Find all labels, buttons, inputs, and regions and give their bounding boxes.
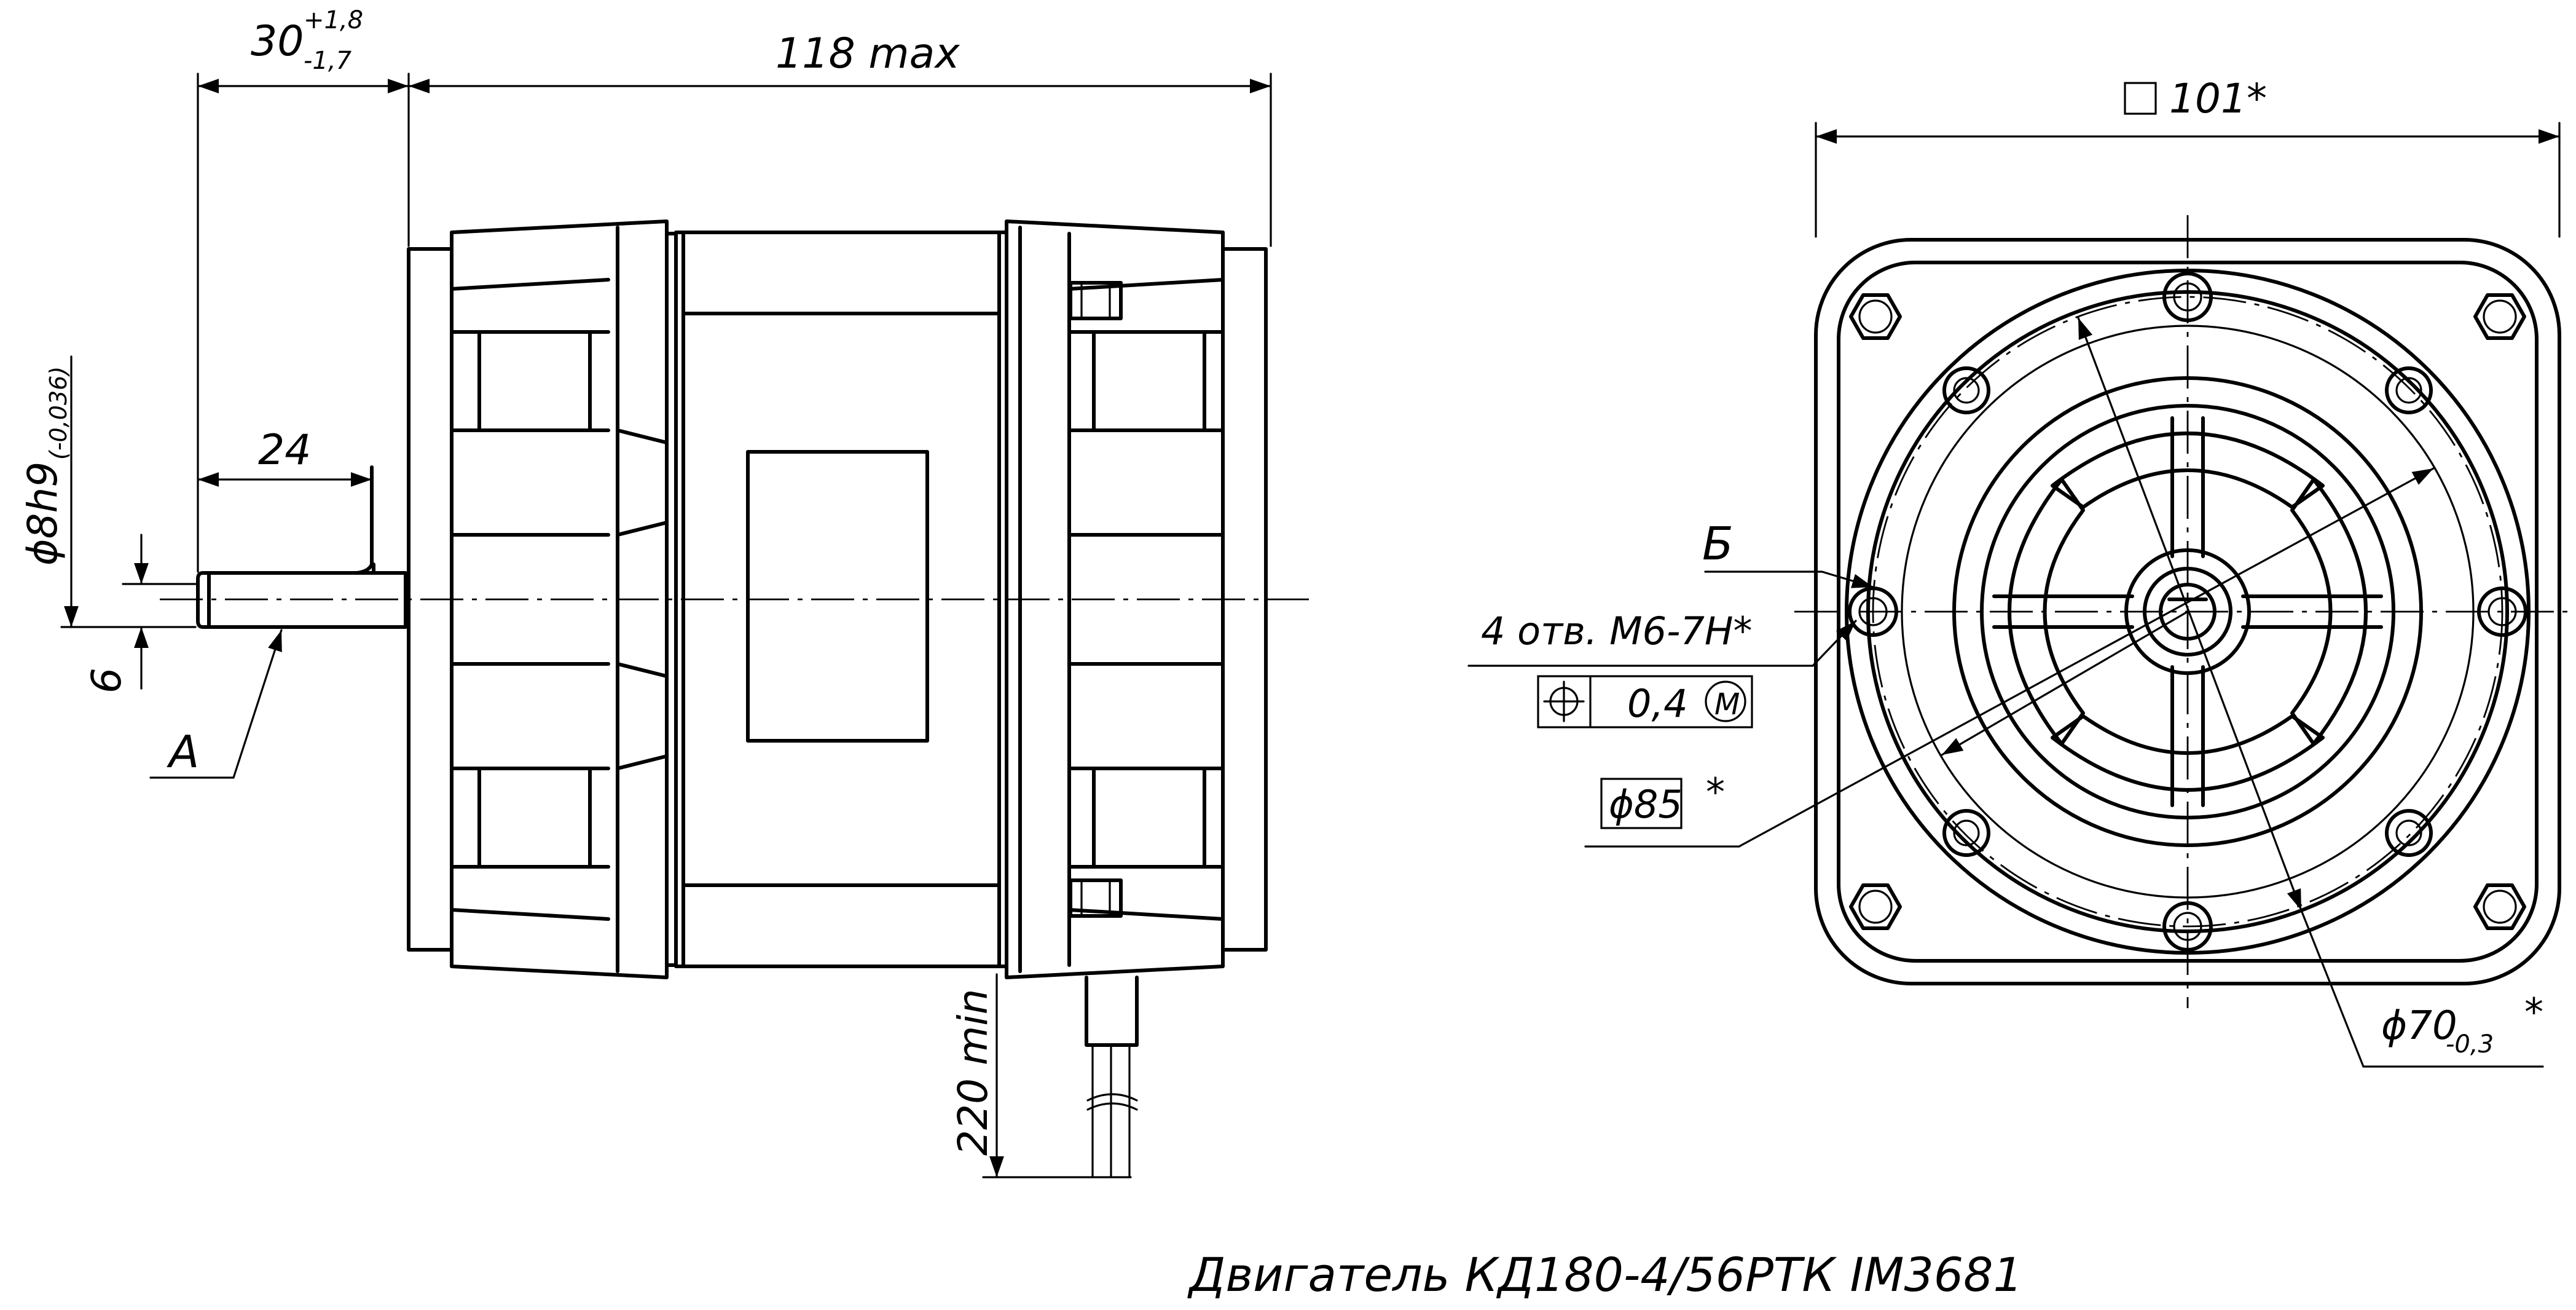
position-tolerance-value: 0,4 xyxy=(1627,681,1688,726)
nameplate-area xyxy=(746,450,929,743)
mounting-screw-head xyxy=(1069,878,1123,918)
dim-pilot-diameter: ϕ70 -0,3 * xyxy=(2077,317,2544,1068)
motor-shaft xyxy=(196,465,407,629)
dim-shaft-offset-upper: +1,8 xyxy=(304,6,363,34)
dim-shaft-diameter-tol: (-0,036) xyxy=(45,366,72,460)
dim-square-label: 101* xyxy=(2169,75,2267,122)
dim-cable-length: 220 min xyxy=(949,973,1132,1178)
mmc-modifier-icon xyxy=(1705,681,1746,722)
dim-bolt-circle-star: * xyxy=(1706,770,1725,815)
mmc-modifier-label: M xyxy=(1714,687,1740,722)
drawing-title: Двигатель КД180-4/56РТК IM3681 xyxy=(1187,1247,2023,1302)
dim-key-height-label: 6 xyxy=(83,668,130,693)
dim-cable-length-label: 220 min xyxy=(949,989,997,1156)
power-cable xyxy=(1085,976,1139,1178)
dim-pilot-star: * xyxy=(2524,990,2543,1035)
dim-key-height: 6 xyxy=(83,534,197,693)
dim-pilot-main: ϕ70 xyxy=(2381,1003,2457,1049)
corner-hex-nuts xyxy=(1849,293,2526,930)
dim-bolt-circle-label: ϕ85 xyxy=(1609,782,1683,827)
dim-shaft-offset: 30 +1,8 -1,7 xyxy=(197,6,410,573)
dim-key-length-label: 24 xyxy=(258,426,312,475)
holes-callout: 4 отв. М6-7Н* 0,4 M xyxy=(1467,609,1857,728)
datum-a-leader: А xyxy=(149,629,283,779)
diagonal-holes xyxy=(1942,366,2433,857)
datum-a-label: А xyxy=(167,726,199,778)
datum-b-label: Б xyxy=(1702,518,1734,570)
dim-shaft-offset-lower: -1,7 xyxy=(304,47,352,75)
side-view: 30 +1,8 -1,7 118 max 24 ϕ8h9 (-0,036) xyxy=(19,6,1309,1178)
bolt-circle-box xyxy=(1600,778,1683,829)
dim-key-length: 24 xyxy=(197,426,373,487)
datum-b-leader: Б xyxy=(1702,518,1874,588)
square-symbol xyxy=(2124,82,2157,115)
position-tolerance-frame: 0,4 M xyxy=(1537,675,1753,728)
vent-window-left xyxy=(2008,478,2085,746)
dim-shaft-diameter: ϕ8h9 (-0,036) xyxy=(19,355,197,628)
rear-end-shield xyxy=(1005,219,1268,979)
dim-square: 101* xyxy=(1815,75,2561,238)
vent-window-right xyxy=(2290,478,2368,746)
dim-shaft-diameter-main: ϕ8h9 xyxy=(19,462,66,566)
dim-overall-length: 118 max xyxy=(407,30,1272,247)
mounting-screw-head xyxy=(1069,281,1123,320)
dim-shaft-offset-main: 30 xyxy=(251,17,304,66)
dim-overall-length-label: 118 max xyxy=(776,30,960,78)
end-view: 101* Б 4 отв. М6-7Н* 0,4 M xyxy=(1467,75,2576,1068)
holes-note-label: 4 отв. М6-7Н* xyxy=(1481,609,1753,653)
dim-pilot-tol: -0,3 xyxy=(2446,1030,2494,1059)
